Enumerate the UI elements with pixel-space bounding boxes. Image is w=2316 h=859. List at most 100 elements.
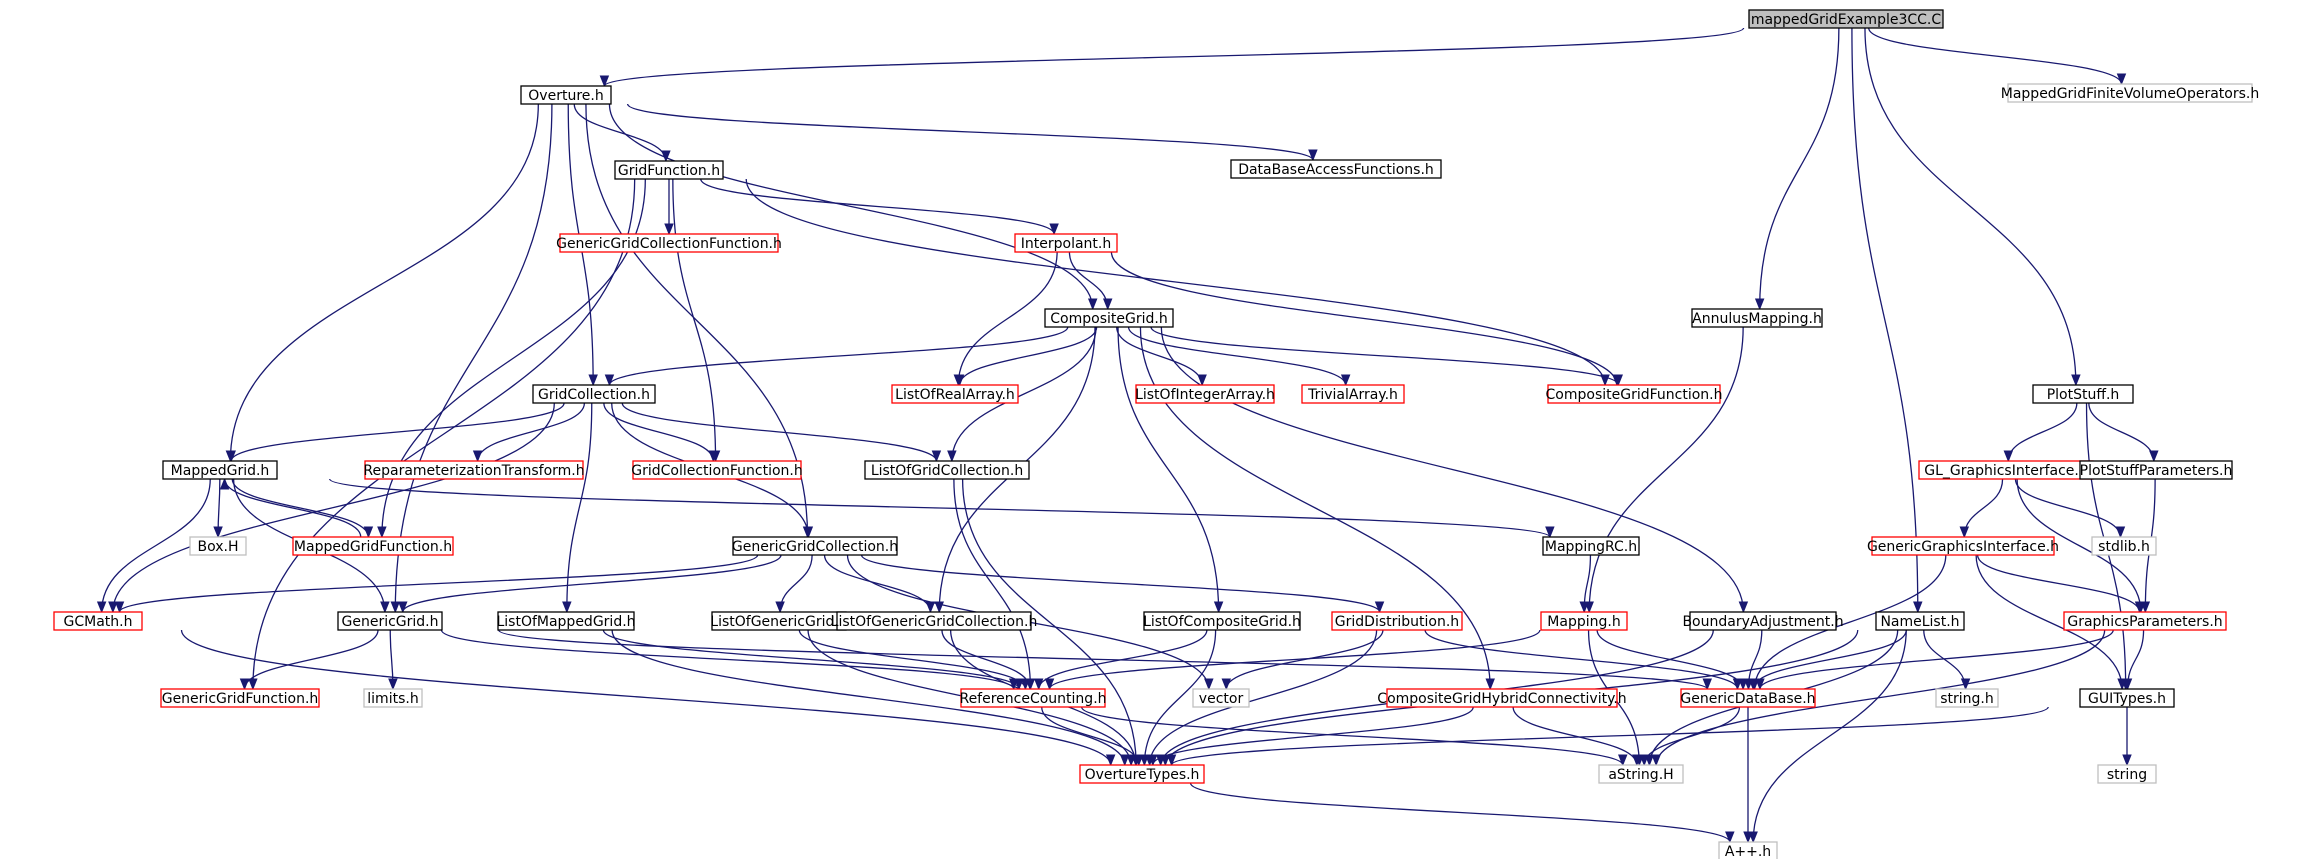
node-box [1230,159,1442,179]
edge-arrowhead [472,450,483,463]
edge-line [2016,478,2142,613]
edge-line [180,629,1112,766]
node-lomg[interactable]: ListOfMappedGrid.h [496,611,636,631]
node-gdb[interactable]: GenericDataBase.h [1680,688,1816,708]
edge-line [1143,629,1217,766]
edge-arrowhead [2116,73,2127,86]
node-overture[interactable]: Overture.h [520,85,612,105]
node-stdlib[interactable]: stdlib.h [2091,536,2157,556]
node-label: CompositeGridFunction.h [1546,387,1723,403]
edge-line [608,326,1069,386]
node-string[interactable]: string [2097,764,2157,784]
node-psp[interactable]: PlotStuffParameters.h [2079,460,2233,480]
edge-lomg-to-overturetypes [611,629,1130,767]
node-cghc[interactable]: CompositeGridHybridConnectivity.h [1377,688,1627,708]
node-overturetypes[interactable]: OvertureTypes.h [1079,764,1205,784]
node-compositegrid[interactable]: CompositeGrid.h [1044,308,1174,328]
node-gcf[interactable]: GridCollectionFunction.h [631,460,803,480]
node-annulus[interactable]: AnnulusMapping.h [1691,308,1823,328]
node-namelist[interactable]: NameList.h [1875,611,1965,631]
node-griddist[interactable]: GridDistribution.h [1331,611,1463,631]
node-box [364,460,584,480]
edge-arrowhead [1639,754,1649,767]
node-ggc[interactable]: GenericGridCollection.h [732,536,898,556]
edge-arrowhead [1702,678,1712,691]
node-locg[interactable]: ListOfCompositeGrid.h [1143,611,1301,631]
node-guitypes[interactable]: GUITypes.h [2079,688,2175,708]
node-box [632,460,802,480]
node-mapping[interactable]: Mapping.h [1540,611,1628,631]
node-label: limits.h [367,691,418,707]
node-label: ListOfCompositeGrid.h [1143,614,1301,630]
node-loia[interactable]: ListOfIntegerArray.h [1135,384,1275,404]
node-label: GenericGridFunction.h [162,691,319,707]
edge-arrowhead [1754,298,1765,311]
node-label: DataBaseAccessFunctions.h [1238,162,1434,178]
node-box [520,85,612,105]
edge-genericgrid-to-gdb [497,629,1712,691]
edge-arrowhead [604,374,615,387]
node-gp[interactable]: GraphicsParameters.h [2063,611,2227,631]
node-label: GenericGridCollection.h [732,539,898,555]
node-label: string [2107,767,2147,783]
node-box [1680,688,1816,708]
edge-gridcollection-to-mappedgrid [226,402,565,463]
node-box [2007,83,2253,103]
node-cgf[interactable]: CompositeGridFunction.h [1546,384,1723,404]
edge-refcount-to-overturetypes [1041,706,1144,767]
edge-arrowhead [1221,678,1232,691]
edge-arrowhead [1340,374,1351,387]
node-logg[interactable]: ListOfGenericGrid.h [710,611,848,631]
node-ggcf[interactable]: GenericGridCollectionFunction.h [556,233,782,253]
node-lora[interactable]: ListOfRealArray.h [891,384,1019,404]
edge-gridfunction-to-interpolant [700,178,1059,236]
node-mappedgrid[interactable]: MappedGrid.h [162,460,278,480]
node-mgf[interactable]: MappedGridFunction.h [292,536,454,556]
node-stringh[interactable]: string.h [1935,688,1999,708]
node-vector[interactable]: vector [1192,688,1250,708]
edge-line [626,103,1314,161]
node-refcount[interactable]: ReferenceCounting.h [959,688,1107,708]
node-limits[interactable]: limits.h [363,688,423,708]
node-gridfunction[interactable]: GridFunction.h [614,160,724,180]
node-interpolant[interactable]: Interpolant.h [1014,233,1118,253]
node-loggc[interactable]: ListOfGenericGridCollection.h [831,611,1038,631]
edge-arrowhead [1105,754,1116,767]
node-dbaf[interactable]: DataBaseAccessFunctions.h [1230,159,1442,179]
node-gcmath[interactable]: GCMath.h [53,611,143,631]
node-astring[interactable]: aString.H [1598,764,1684,784]
node-trivial[interactable]: TrivialArray.h [1301,384,1405,404]
edge-line [101,478,211,613]
node-boundary[interactable]: BoundaryAdjustment.h [1682,611,1844,631]
node-ggf[interactable]: GenericGridFunction.h [160,688,320,708]
edge-genericgrid-to-limits [388,629,398,691]
node-glgi[interactable]: GL_GraphicsInterface.h [1918,460,2094,480]
edge-line [779,554,813,613]
node-mgfvo[interactable]: MappedGridFiniteVolumeOperators.h [2001,83,2259,103]
node-plotstuff[interactable]: PlotStuff.h [2032,384,2134,404]
node-label: Box.H [197,539,238,555]
node-box [2091,536,2157,556]
node-logc[interactable]: ListOfGridCollection.h [864,460,1030,480]
node-box[interactable]: Box.H [189,536,247,556]
node-box [2079,460,2233,480]
node-gridcollection[interactable]: GridCollection.h [532,384,656,404]
edge-gcmath-to-overturetypes [180,629,1116,767]
edge-line [1110,251,1618,386]
node-genericgrid[interactable]: GenericGrid.h [337,611,443,631]
node-mappingrc[interactable]: MappingRC.h [1542,536,1640,556]
edge-arrowhead [1308,149,1318,162]
node-label: GraphicsParameters.h [2067,614,2222,630]
node-label: ListOfMappedGrid.h [496,614,635,630]
edge-arrowhead [2071,374,2081,387]
edge-line [1963,478,2004,538]
node-root[interactable]: mappedGridExample3CC.C [1748,9,1944,29]
node-app[interactable]: A++.h [1718,841,1778,859]
edge-line [223,478,362,538]
node-box [1748,9,1944,29]
node-rpt[interactable]: ReparameterizationTransform.h [363,460,585,480]
node-ggi[interactable]: GenericGraphicsInterface.h [1867,536,2059,556]
node-box [864,460,1030,480]
edge-line [1117,326,1220,613]
edge-arrowhead [1613,374,1623,387]
